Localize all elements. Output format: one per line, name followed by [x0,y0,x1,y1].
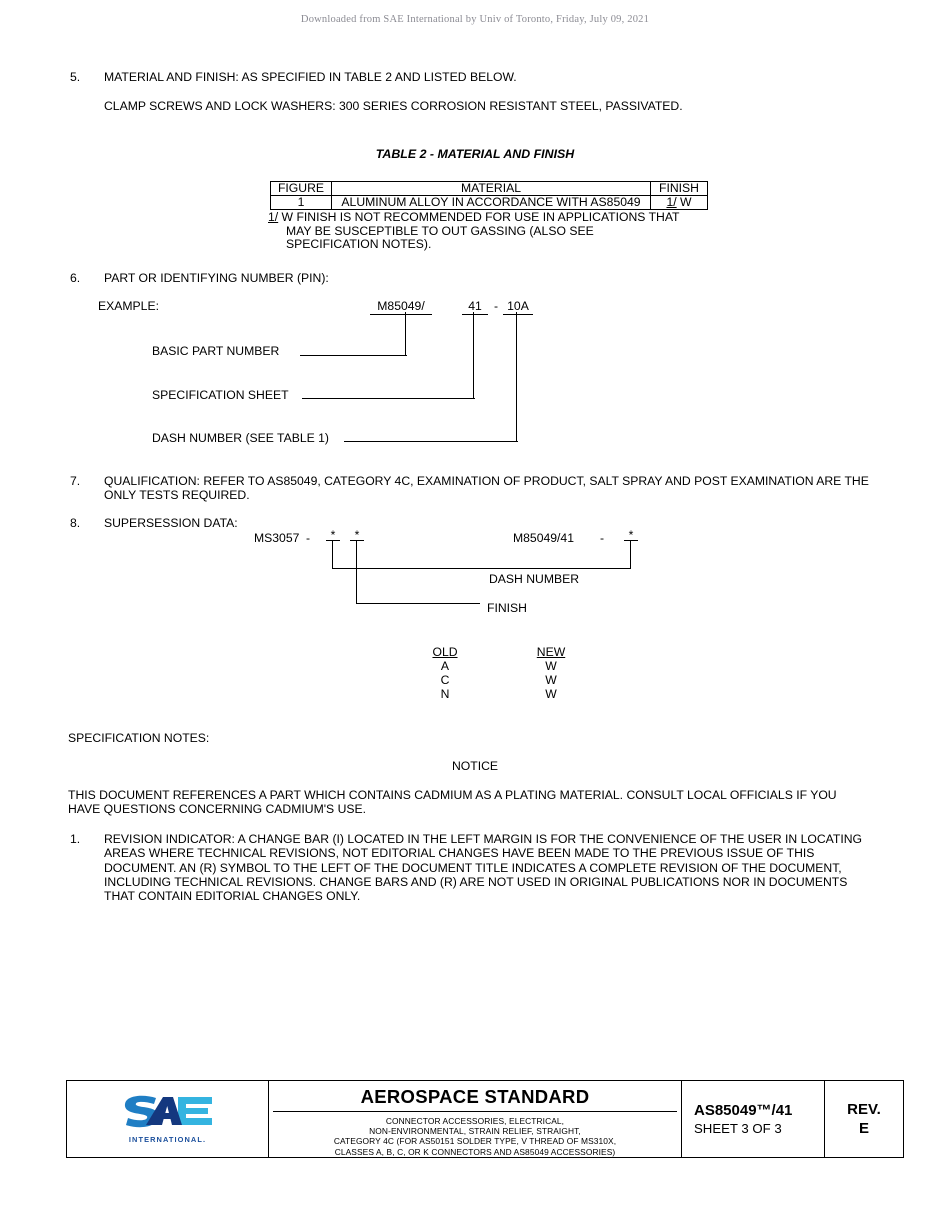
clause-8-number: 8. [70,516,81,530]
supersession-asterisk-3-rule [624,540,638,542]
supersession-old-part: MS3057 [254,531,300,545]
footer-description-line-4: CLASSES A, B, C, OR K CONNECTORS AND AS8… [334,1146,616,1157]
supersession-asterisk-2-rule [350,540,364,542]
clause-7-text: QUALIFICATION: REFER TO AS85049, CATEGOR… [104,474,869,503]
footer-description-line-1: CONNECTOR ACCESSORIES, ELECTRICAL, [385,1116,565,1126]
finish-footnote-marker: 1/ [666,195,677,209]
leader-basic-horizontal [300,355,407,357]
footer-logo-cell: INTERNATIONAL. [67,1081,269,1157]
table2-cell-material: ALUMINUM ALLOY IN ACCORDANCE WITH AS8504… [331,195,651,210]
oldnew-old-row-3: N [440,687,450,701]
oldnew-new-row-3: W [545,687,557,701]
oldnew-header-new: NEW [530,645,572,659]
leader-sup-finish-vertical [356,541,358,604]
footer-standard-title: AEROSPACE STANDARD [273,1081,677,1112]
oldnew-header-old: OLD [424,645,466,659]
supersession-old-separator: - [306,531,311,545]
footer-document-number: AS85049™/41 [694,1102,793,1119]
oldnew-header-new-text: NEW [536,645,566,659]
supersession-callout-dash-number: DASH NUMBER [489,572,580,586]
clause-5-line-2: CLAMP SCREWS AND LOCK WASHERS: 300 SERIE… [104,99,683,113]
download-banner: Downloaded from SAE International by Uni… [300,14,650,25]
notice-title: NOTICE [451,759,499,773]
finish-value: W [676,195,692,209]
footer-revision-label: REV. [847,1101,881,1118]
revision-clause-number: 1. [70,832,81,846]
oldnew-old-row-1: A [440,659,450,673]
pin-callout-dash-number: DASH NUMBER (SEE TABLE 1) [152,431,329,445]
leader-dash-vertical [516,312,518,442]
table2-header-row: FIGURE MATERIAL FINISH [270,181,708,196]
supersession-callout-finish: FINISH [487,601,527,615]
supersession-asterisk-2: * [354,528,360,542]
table2-header-figure: FIGURE [270,181,332,196]
table-row: 1 ALUMINUM ALLOY IN ACCORDANCE WITH AS85… [270,195,708,210]
clause-5: 5. MATERIAL AND FINISH: AS SPECIFIED IN … [70,70,890,84]
footer-description-line-2: NON-ENVIRONMENTAL, STRAIN RELIEF, STRAIG… [369,1126,581,1137]
sae-logo: INTERNATIONAL. [122,1095,214,1144]
oldnew-new-row-2: W [545,673,557,687]
clause-7-number: 7. [70,474,81,488]
leader-sup-dash-horizontal [332,568,631,570]
clause-6: 6. PART OR IDENTIFYING NUMBER (PIN): [70,271,890,285]
clause-5-line-1: MATERIAL AND FINISH: AS SPECIFIED IN TAB… [104,70,517,84]
leader-spec-vertical [473,312,475,399]
footer-revision-value: E [858,1120,869,1137]
sae-logo-subtitle: INTERNATIONAL. [128,1134,207,1144]
leader-sup-finish-horizontal [356,603,480,605]
supersession-new-part: M85049/41 [513,531,574,545]
supersession-asterisk-1-rule [326,540,340,542]
footer-sheet-number: SHEET 3 OF 3 [694,1121,782,1136]
table2-footnote-marker: 1/ [268,210,279,224]
document-footer: INTERNATIONAL. AEROSPACE STANDARD CONNEC… [66,1080,904,1158]
leader-basic-vertical [405,312,407,356]
footer-title-cell: AEROSPACE STANDARD CONNECTOR ACCESSORIES… [269,1081,682,1157]
footer-revision-cell: REV. E [825,1081,903,1157]
clause-6-example-label: EXAMPLE: [98,299,159,313]
supersession-asterisk-3: * [628,528,634,542]
table2-cell-finish: 1/ W [650,195,708,210]
leader-spec-horizontal [302,398,475,400]
leader-sup-dash-left-vertical [332,541,334,569]
pin-callout-basic-part-number: BASIC PART NUMBER [152,344,280,358]
table2-header-finish: FINISH [650,181,708,196]
leader-dash-horizontal [344,441,518,443]
supersession-new-separator: - [600,531,605,545]
sae-logo-icon [124,1095,212,1127]
table2-title: TABLE 2 - MATERIAL AND FINISH [375,147,575,161]
clause-6-title: PART OR IDENTIFYING NUMBER (PIN): [104,271,329,285]
clause-8-title: SUPERSESSION DATA: [104,516,238,530]
specification-notes-heading: SPECIFICATION NOTES: [68,731,210,745]
supersession-asterisk-1: * [330,528,336,542]
clause-8: 8. SUPERSESSION DATA: [70,516,890,530]
table2-footnote: 1/ W FINISH IS NOT RECOMMENDED FOR USE I… [268,210,708,252]
clause-5-number: 5. [70,70,81,84]
clause-revision-indicator: 1. REVISION INDICATOR: A CHANGE BAR (I) … [70,832,878,903]
table2-cell-figure: 1 [270,195,332,210]
revision-clause-text: REVISION INDICATOR: A CHANGE BAR (I) LOC… [104,832,862,904]
footer-description: CONNECTOR ACCESSORIES, ELECTRICAL, NON-E… [269,1112,681,1157]
notice-text: THIS DOCUMENT REFERENCES A PART WHICH CO… [68,788,837,817]
table2: FIGURE MATERIAL FINISH 1 ALUMINUM ALLOY … [270,181,708,210]
pin-token-dash-number: 10A [503,299,533,315]
table2-footnote-line-2: MAY BE SUSCEPTIBLE TO OUT GASSING (ALSO … [286,223,594,238]
table2-footnote-line-3: SPECIFICATION NOTES). [286,237,432,251]
oldnew-new-row-1: W [545,659,557,673]
pin-token-basic: M85049/ [370,299,432,315]
table2-header-material: MATERIAL [331,181,651,196]
clause-6-number: 6. [70,271,81,285]
footer-description-line-3: CATEGORY 4C (FOR AS50151 SOLDER TYPE, V … [333,1136,617,1147]
pin-token-spec-sheet: 41 [462,299,488,315]
leader-sup-dash-right-vertical [630,541,632,569]
table2-footnote-line-1: W FINISH IS NOT RECOMMENDED FOR USE IN A… [278,210,680,224]
pin-token-separator: - [493,299,499,313]
footer-document-number-cell: AS85049™/41 SHEET 3 OF 3 [682,1081,825,1157]
clause-7: 7. QUALIFICATION: REFER TO AS85049, CATE… [70,474,890,503]
oldnew-header-old-text: OLD [432,645,458,659]
pin-callout-specification-sheet: SPECIFICATION SHEET [152,388,289,402]
oldnew-old-row-2: C [440,673,450,687]
